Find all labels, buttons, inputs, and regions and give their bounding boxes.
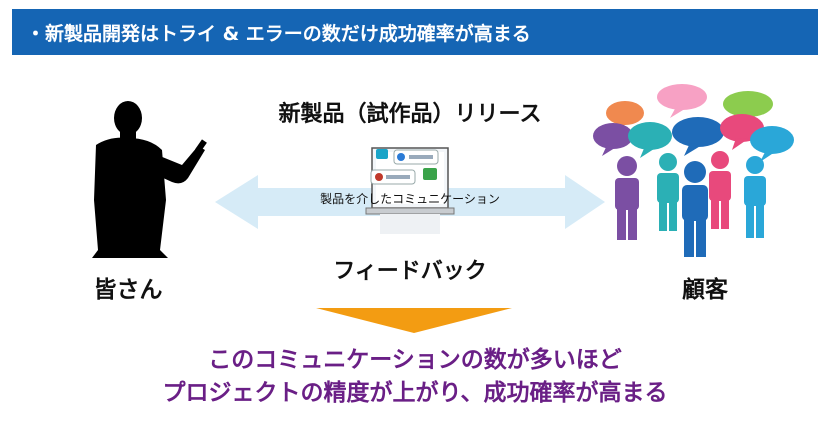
conclusion-line-2: プロジェクトの精度が上がり、成功確率が高まる: [162, 379, 668, 406]
arrow-label: 製品を介したコミュニケーション: [320, 192, 500, 206]
speech-bubble-icon: [593, 123, 633, 149]
person-icon: [744, 156, 766, 238]
presenter-label: 皆さん: [93, 276, 163, 303]
speech-bubble-icon: [606, 101, 644, 125]
person-icon: [682, 161, 708, 257]
person-icon: [657, 153, 679, 231]
feedback-label: フィードバック: [333, 258, 487, 284]
release-title: 新製品（試作品）リリース: [278, 101, 542, 127]
person-icon: [709, 151, 731, 229]
header-text: ・新製品開発はトライ & エラーの数だけ成功確率が高まる: [26, 22, 531, 45]
customer-group-icon: [593, 84, 794, 257]
person-icon: [615, 156, 639, 240]
laptop-chat-icon: [365, 147, 455, 234]
speech-bubble-icon: [723, 91, 773, 117]
header-banner: ・新製品開発はトライ & エラーの数だけ成功確率が高まる: [12, 9, 818, 55]
down-arrow-icon: [316, 308, 512, 333]
customer-label: 顧客: [682, 276, 728, 303]
speech-bubble-icon: [672, 117, 724, 147]
presenter-silhouette-icon: [92, 101, 207, 258]
speech-bubble-icon: [628, 122, 672, 150]
speech-bubble-icon: [750, 126, 794, 154]
speech-bubble-icon: [657, 84, 707, 110]
conclusion-line-1: このコミュニケーションの数が多いほど: [208, 346, 622, 373]
